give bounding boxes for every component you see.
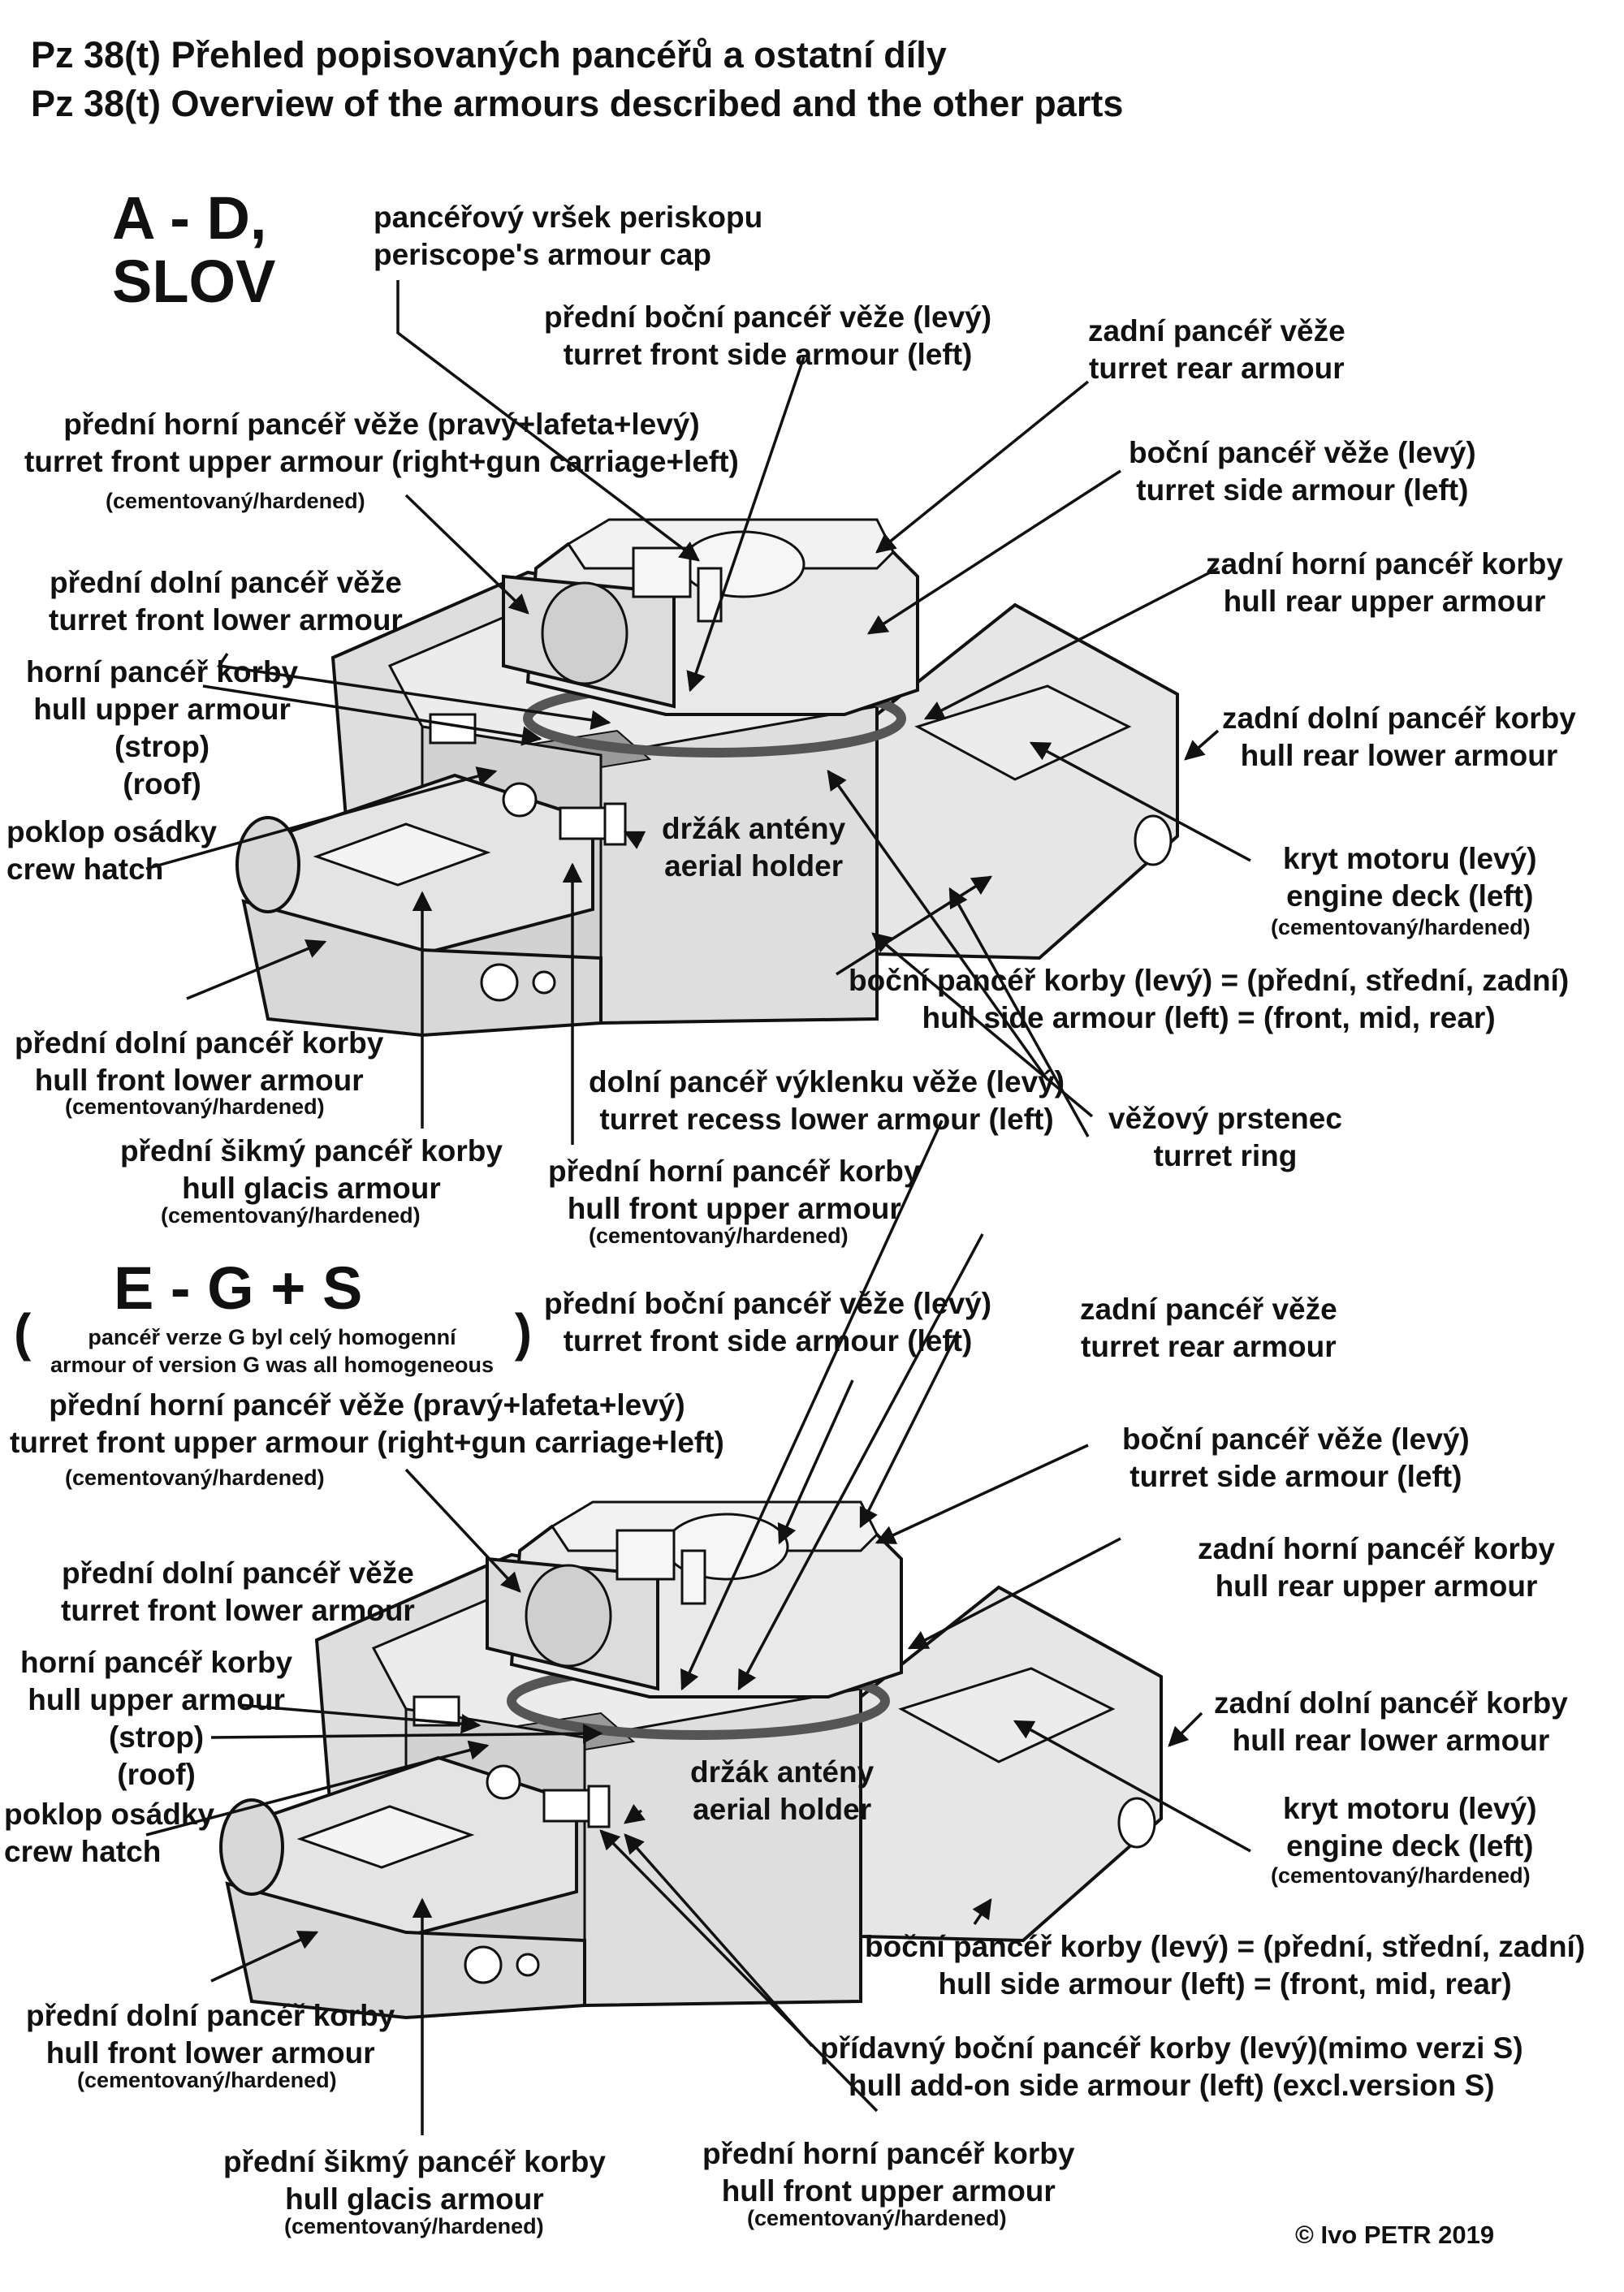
version-label-a-d: A - D, SLOV: [112, 184, 276, 315]
title-english: Pz 38(t) Overview of the armours describ…: [31, 83, 1124, 124]
note-hardened: (cementovaný/hardened): [65, 1465, 325, 1490]
note-hardened: (cementovaný/hardened): [1271, 915, 1531, 939]
label-turret-front-upper: přední horní pancéř věže (pravý+lafeta+l…: [24, 408, 739, 478]
label-turret-recess-lower: dolní pancéř výklenku věže (levý)turret …: [589, 1065, 1065, 1136]
version-label-e-g-s: E - G + S: [114, 1254, 363, 1322]
label-turret-front-side: přední boční pancéř věže (levý)turret fr…: [544, 1287, 992, 1358]
label-engine-deck: kryt motoru (levý)engine deck (left): [1283, 842, 1537, 913]
note-hardened: (cementovaný/hardened): [161, 1203, 421, 1228]
note-hardened: (cementovaný/hardened): [77, 2068, 337, 2092]
copyright: © Ivo PETR 2019: [1295, 2221, 1495, 2249]
label-turret-side: boční pancéř věže (levý)turret side armo…: [1129, 436, 1476, 507]
label-hull-side: boční pancéř korby (levý) = (přední, stř…: [849, 964, 1570, 1034]
note-hardened: (cementovaný/hardened): [106, 489, 365, 513]
label-turret-front-upper: přední horní pancéř věže (pravý+lafeta+l…: [10, 1388, 724, 1459]
label-hull-addon-side: přídavný boční pancéř korby (levý)(mimo …: [820, 2031, 1523, 2102]
note-hardened: (cementovaný/hardened): [589, 1224, 849, 1248]
note-hardened: (cementovaný/hardened): [747, 2206, 1007, 2230]
note-hardened: (cementovaný/hardened): [65, 1094, 325, 1119]
note-hardened: (cementovaný/hardened): [1271, 1863, 1531, 1888]
note-hardened: (cementovaný/hardened): [284, 2214, 544, 2238]
title-czech: Pz 38(t) Přehled popisovaných pancéřů a …: [31, 34, 947, 76]
label-turret-front-side: přední boční pancéř věže (levý)turret fr…: [544, 300, 992, 371]
label-hull-side: boční pancéř korby (levý) = (přední, stř…: [865, 1930, 1586, 2001]
version-g-note: ( pancéř verze G byl celý homogenní armo…: [14, 1303, 532, 1377]
label-engine-deck: kryt motoru (levý)engine deck (left): [1283, 1792, 1537, 1863]
label-turret-side: boční pancéř věže (levý)turret side armo…: [1122, 1422, 1470, 1493]
leader-arrows: [145, 280, 1251, 2135]
